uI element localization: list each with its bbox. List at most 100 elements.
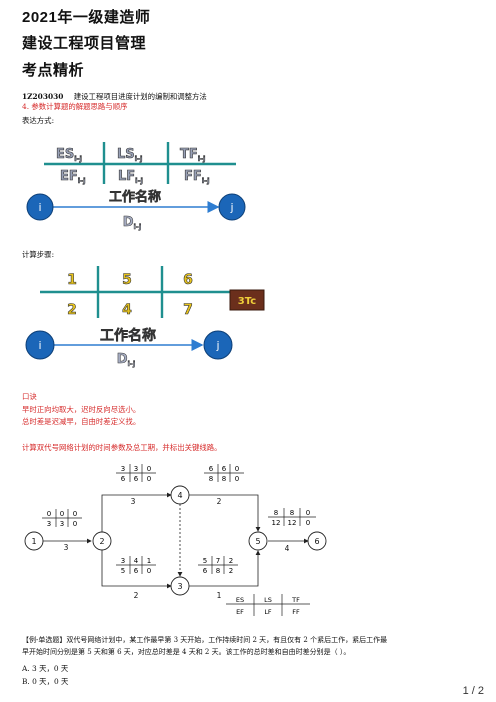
param-4-5-lf: 8 bbox=[222, 475, 226, 483]
lf-subscript: i-j bbox=[135, 177, 143, 185]
parameter-expression-figure: ESi-j LSi-j TFi-j EFi-j LFi-j FFi-j i j … bbox=[26, 142, 246, 231]
es-subscript: i-j bbox=[74, 155, 82, 163]
svg-text:EFi-j: EFi-j bbox=[60, 169, 85, 185]
question-line-2: 早开始时间分别是第 5 天和第 6 天，对应总时差是 4 天和 2 天。该工作的… bbox=[22, 648, 351, 656]
param-4-5-es: 6 bbox=[209, 465, 214, 473]
param-1-2-ff: 0 bbox=[73, 520, 77, 528]
svg-text:LSi-j: LSi-j bbox=[117, 147, 142, 163]
node-5-label: 5 bbox=[255, 537, 260, 546]
legend-es: ES bbox=[236, 596, 244, 604]
param-4-5-ls: 6 bbox=[222, 465, 227, 473]
svg-text:TFi-j: TFi-j bbox=[180, 147, 205, 163]
duration-1-2: 3 bbox=[64, 543, 69, 552]
network-node-3 bbox=[170, 576, 190, 596]
svg-text:ESi-j: ESi-j bbox=[56, 147, 82, 163]
work-name-label: 工作名称 bbox=[109, 189, 161, 205]
svg-text:LFi-j: LFi-j bbox=[118, 169, 143, 185]
param-2-4-lf: 6 bbox=[134, 475, 139, 483]
param-3-5-lf: 8 bbox=[216, 567, 220, 575]
section-code: 1Z203030 bbox=[22, 92, 64, 101]
step-1: 1 bbox=[67, 272, 77, 288]
param-3-5-tf: 2 bbox=[229, 557, 233, 565]
duration-label-2: D bbox=[117, 352, 128, 367]
node-j-label: j bbox=[229, 201, 233, 214]
ls-subscript: i-j bbox=[135, 155, 143, 163]
param-2-3-tf: 1 bbox=[147, 557, 151, 565]
duration-label: D bbox=[123, 215, 134, 230]
network-node-6 bbox=[307, 531, 327, 551]
node-j-label-2: j bbox=[215, 339, 219, 352]
duration-2-4: 3 bbox=[131, 497, 136, 506]
ff-subscript: i-j bbox=[202, 177, 210, 185]
mnemonic-line-2: 总时差是迟减早，自由时差定义找。 bbox=[22, 417, 141, 426]
param-2-4-es: 3 bbox=[121, 465, 125, 473]
ff-label: FF bbox=[184, 169, 202, 184]
node-j-circle bbox=[218, 193, 246, 221]
param-2-3-ff: 0 bbox=[147, 567, 151, 575]
ls-label: LS bbox=[117, 147, 135, 162]
network-diagram: 1 2 3 4 5 6 3 3 2 2 1 4 0 0 0 3 3 0 3 3 … bbox=[24, 464, 327, 616]
lf-label: LF bbox=[118, 169, 135, 184]
network-node-4 bbox=[170, 485, 190, 505]
param-box-2-3: 3 4 1 5 6 0 bbox=[116, 556, 156, 575]
param-3-5-ls: 7 bbox=[216, 557, 220, 565]
param-5-6-ff: 0 bbox=[306, 519, 310, 527]
expression-label: 表达方式: bbox=[22, 116, 55, 125]
param-1-2-es: 0 bbox=[47, 510, 51, 518]
heading-line-2: 建设工程项目管理 bbox=[22, 35, 147, 52]
tf-label: TF bbox=[180, 147, 198, 162]
heading-line-3: 考点精析 bbox=[22, 62, 85, 79]
calculation-order-figure: 1 5 6 2 4 7 3Tc i j 工作名称 Di-j bbox=[25, 266, 265, 368]
option-b: B. 0 天，0 天 bbox=[22, 677, 69, 686]
network-node-2 bbox=[92, 531, 112, 551]
param-2-4-tf: 0 bbox=[147, 465, 151, 473]
param-4-5-ef: 8 bbox=[209, 475, 213, 483]
param-box-2-4: 3 3 0 6 6 0 bbox=[116, 464, 156, 483]
network-node-5 bbox=[248, 531, 268, 551]
svg-text:Di-j: Di-j bbox=[117, 352, 136, 368]
node-2-label: 2 bbox=[99, 537, 104, 546]
node-i-circle bbox=[26, 193, 54, 221]
question-line-1: 【例-单选题】双代号网络计划中，某工作最早第 3 天开始，工作持续时间 2 天，… bbox=[22, 636, 388, 644]
param-2-4-ls: 3 bbox=[134, 465, 138, 473]
param-2-3-ls: 4 bbox=[134, 557, 139, 565]
param-5-6-lf: 12 bbox=[288, 519, 297, 527]
param-5-6-ls: 8 bbox=[290, 509, 294, 517]
steps-label: 计算步骤: bbox=[22, 250, 55, 259]
param-1-2-lf: 3 bbox=[60, 520, 64, 528]
es-label: ES bbox=[56, 147, 74, 162]
node-1-label: 1 bbox=[31, 537, 36, 546]
param-1-2-ls: 0 bbox=[60, 510, 64, 518]
legend-ls: LS bbox=[264, 596, 272, 604]
mnemonic-title: 口诀 bbox=[22, 392, 37, 401]
param-2-4-ef: 6 bbox=[121, 475, 126, 483]
duration-subscript-2: i-j bbox=[128, 360, 136, 368]
section-title: 建设工程项目进度计划的编制和调整方法 bbox=[73, 92, 207, 101]
node-6-label: 6 bbox=[314, 537, 319, 546]
mnemonic-line-1: 早时正向均取大，迟时反向尽选小。 bbox=[22, 405, 141, 414]
param-box-4-5: 6 6 0 8 8 0 bbox=[204, 464, 244, 483]
step-6: 6 bbox=[183, 272, 193, 288]
param-5-6-tf: 0 bbox=[306, 509, 310, 517]
node-4-label: 4 bbox=[177, 491, 182, 500]
step-2: 2 bbox=[67, 302, 77, 318]
page-number: 1 / 2 bbox=[462, 685, 484, 697]
node-i-label-2: i bbox=[38, 339, 41, 352]
svg-text:FFi-j: FFi-j bbox=[184, 169, 209, 185]
work-name-label-2: 工作名称 bbox=[100, 327, 156, 344]
duration-5-6: 4 bbox=[285, 544, 290, 553]
duration-subscript: i-j bbox=[134, 223, 142, 231]
task-statement: 计算双代号网络计划的时间参数及总工期，并标出关键线路。 bbox=[22, 443, 222, 452]
ef-subscript: i-j bbox=[78, 177, 86, 185]
param-box-5-6: 8 8 0 12 12 0 bbox=[268, 508, 316, 527]
step-7: 7 bbox=[183, 302, 193, 318]
svg-text:Di-j: Di-j bbox=[123, 215, 142, 231]
tf-subscript: i-j bbox=[198, 155, 206, 163]
legend-lf: LF bbox=[264, 608, 272, 616]
duration-2-3: 2 bbox=[134, 591, 139, 600]
step-5: 5 bbox=[122, 272, 132, 288]
duration-3-5: 1 bbox=[217, 591, 222, 600]
legend-ef: EF bbox=[236, 608, 244, 616]
badge-label: 3Tc bbox=[238, 296, 256, 307]
node-i-circle-2 bbox=[25, 330, 55, 360]
